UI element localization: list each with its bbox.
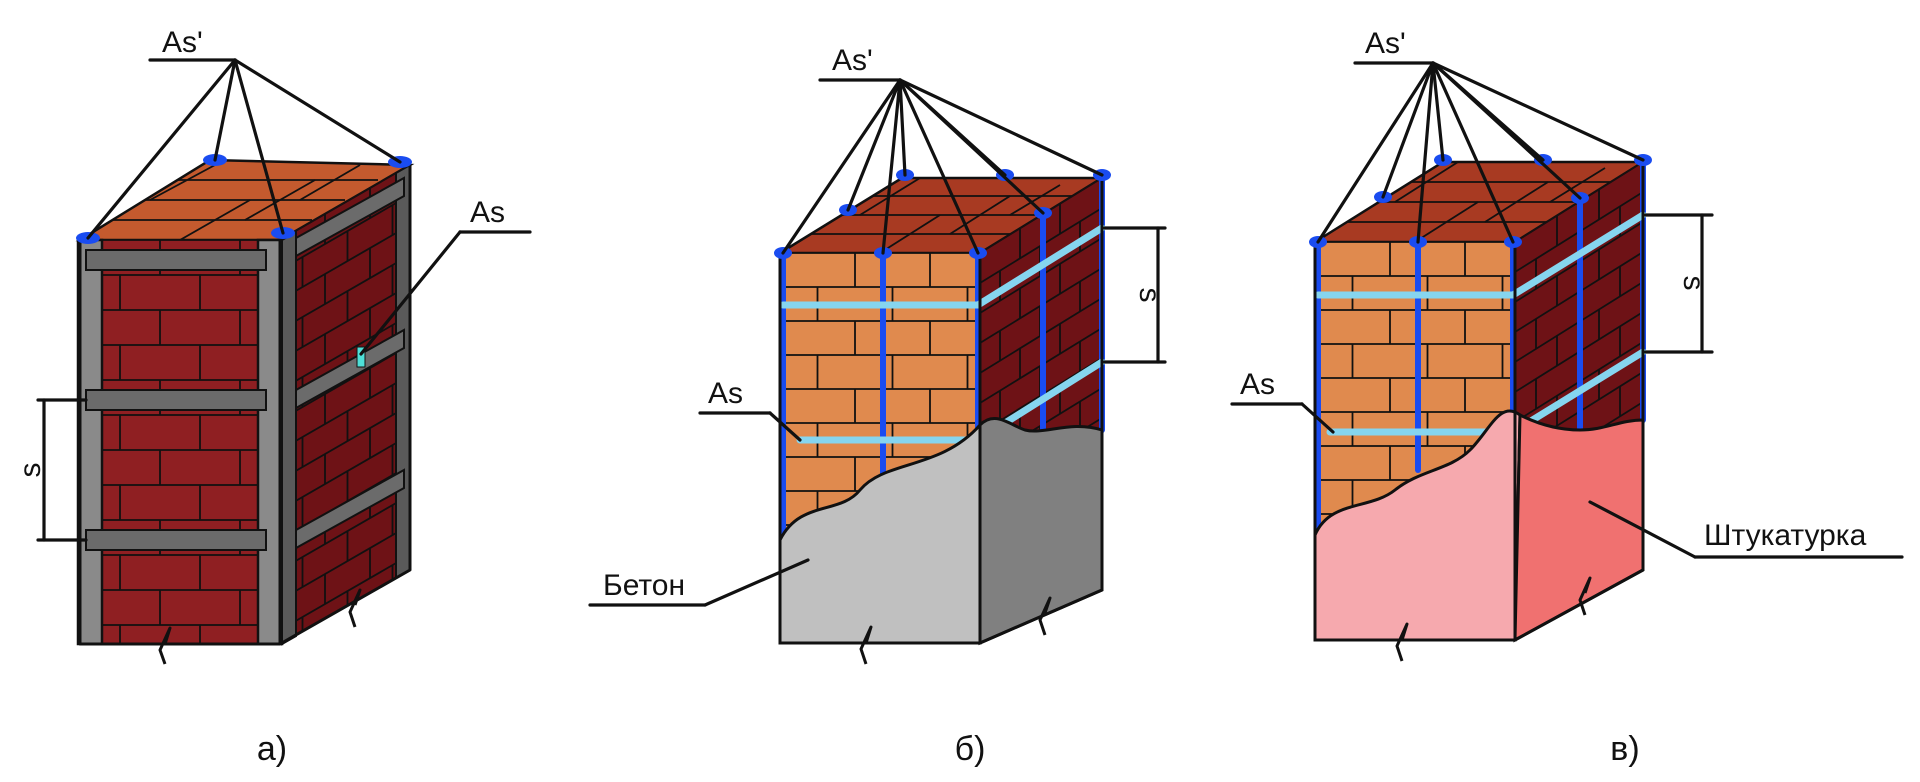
steel-strip (85, 249, 267, 271)
panel-a-top-mortar (112, 164, 378, 240)
caption-b: б) (955, 730, 986, 768)
mortar-line (280, 524, 410, 601)
panel-b: As' As s Бетон б) (588, 44, 1167, 768)
dimension-s: s (1677, 276, 1710, 291)
label-as-prime-a: As' (86, 26, 402, 240)
panel-c: As' As s Штукатурка в) (1230, 27, 1904, 768)
dimension-s-b: s (1103, 226, 1167, 364)
mortar-line (280, 284, 410, 361)
dimension-s: s (1133, 288, 1166, 303)
caption-a: а) (257, 730, 287, 768)
steel-strip (295, 468, 405, 550)
steel-angle (76, 238, 104, 646)
steel-angle (281, 230, 297, 646)
label-as: As (1240, 368, 1275, 401)
caption-c: в) (1610, 730, 1639, 768)
label-as: As (708, 377, 743, 410)
dimension-s-c: s (1644, 213, 1714, 354)
label-as-b: As (698, 377, 802, 442)
panel-a: As' As s а) (14, 26, 532, 768)
concrete-side (978, 417, 1104, 646)
panel-c-top-mortar (1347, 162, 1611, 242)
steel-strip (295, 176, 405, 258)
tie-weld (356, 346, 366, 368)
label-as-c: As (1230, 368, 1335, 434)
steel-strip (295, 328, 405, 410)
material-concrete: Бетон (603, 569, 685, 602)
plaster-front (1313, 409, 1522, 642)
dimension-s-a: s (14, 398, 88, 542)
steel-angle (395, 163, 411, 580)
steel-angle (256, 238, 284, 646)
label-as-prime: As' (1365, 27, 1406, 60)
label-as-prime: As' (162, 26, 203, 59)
mortar-line (280, 224, 410, 301)
label-as-prime-c: As' (1316, 27, 1645, 244)
panel-a-front-face (80, 240, 280, 644)
label-as-a: As (359, 196, 532, 356)
concrete-front (778, 421, 982, 645)
dimension-s: s (14, 463, 47, 478)
label-as-prime-b: As' (781, 44, 1104, 255)
label-as-prime: As' (832, 44, 873, 77)
steel-strip (85, 529, 267, 551)
label-concrete: Бетон (588, 558, 810, 607)
label-as: As (470, 196, 505, 229)
material-plaster: Штукатурка (1704, 519, 1867, 552)
label-plaster: Штукатурка (1588, 500, 1904, 559)
mortar-line (280, 404, 410, 481)
steel-strip (85, 389, 267, 411)
